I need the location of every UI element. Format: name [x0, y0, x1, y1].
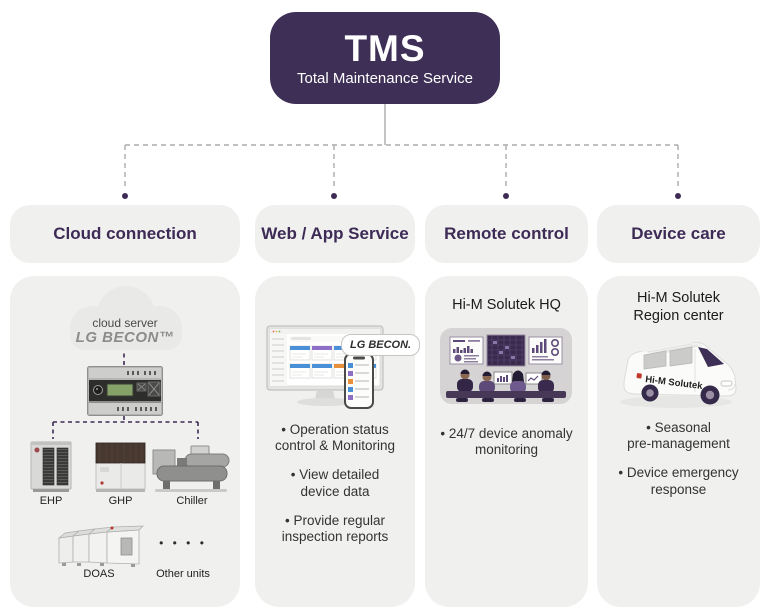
device-care-bullet-list: • Seasonal pre-management • Device emerg…	[597, 420, 760, 498]
control-room-image	[440, 328, 572, 404]
branch-dot	[331, 193, 337, 199]
device-label-doas: DOAS	[83, 568, 115, 580]
lg-becon-cloud-logo: LG BECON™	[75, 329, 175, 346]
bullet-item: • Seasonal pre-management	[627, 420, 730, 452]
header-web-app-service: Web / App Service	[255, 205, 415, 263]
bullet-item: • Provide regular inspection reports	[281, 512, 389, 544]
chiller-unit-image	[152, 445, 230, 492]
panel-remote-control: Hi-M Solutek HQ	[425, 276, 588, 607]
header-cloud-connection: Cloud connection	[10, 205, 240, 263]
header-label: Web / App Service	[261, 224, 409, 243]
device-label-other-units: Other units	[156, 568, 210, 580]
web-app-bullet-list: • Operation status control & Monitoring …	[255, 422, 415, 545]
region-center-title: Hi-M Solutek Region center	[633, 290, 724, 325]
header-label: Device care	[631, 224, 726, 243]
doas-unit-image	[57, 525, 144, 567]
branch-dot	[122, 193, 128, 199]
branch-dot	[503, 193, 509, 199]
device-label-ehp: EHP	[39, 495, 63, 507]
header-label: Cloud connection	[53, 224, 197, 243]
bullet-item: • Device emergency response	[618, 465, 739, 497]
header-label: Remote control	[444, 224, 569, 243]
device-label-chiller: Chiller	[176, 495, 208, 507]
ehp-unit-image	[30, 441, 72, 492]
lg-becon-badge: LG BECON.	[341, 334, 421, 356]
cloud-server-icon	[70, 286, 182, 350]
hq-title: Hi-M Solutek HQ	[452, 297, 561, 313]
header-remote-control: Remote control	[425, 205, 588, 263]
ghp-unit-image	[95, 442, 146, 492]
bullet-item: • Operation status control & Monitoring	[274, 422, 396, 454]
device-label-ghp: GHP	[108, 495, 133, 507]
remote-control-bullet-list: • 24/7 device anomaly monitoring	[425, 426, 588, 458]
branch-dot	[675, 193, 681, 199]
panel-cloud-connection: cloud server LG BECON™	[10, 276, 240, 607]
bullet-item: • View detailed device data	[290, 467, 380, 499]
header-device-care: Device care	[597, 205, 760, 263]
controller-device-image	[87, 366, 163, 416]
tms-root-box: TMS Total Maintenance Service	[270, 12, 500, 104]
tms-title: TMS	[344, 27, 426, 69]
service-van-image: Hi-M Solutek	[620, 341, 737, 408]
bullet-item: • 24/7 device anomaly monitoring	[440, 426, 573, 458]
panel-web-app-service: LG BECON. • Operation status control & M…	[255, 276, 421, 607]
tms-subtitle: Total Maintenance Service	[297, 69, 473, 87]
cloud-server-label: cloud server	[92, 316, 158, 330]
other-units-dots: • • • •	[159, 536, 207, 550]
panel-device-care: Hi-M Solutek Region center Hi-M Solutek …	[597, 276, 760, 607]
